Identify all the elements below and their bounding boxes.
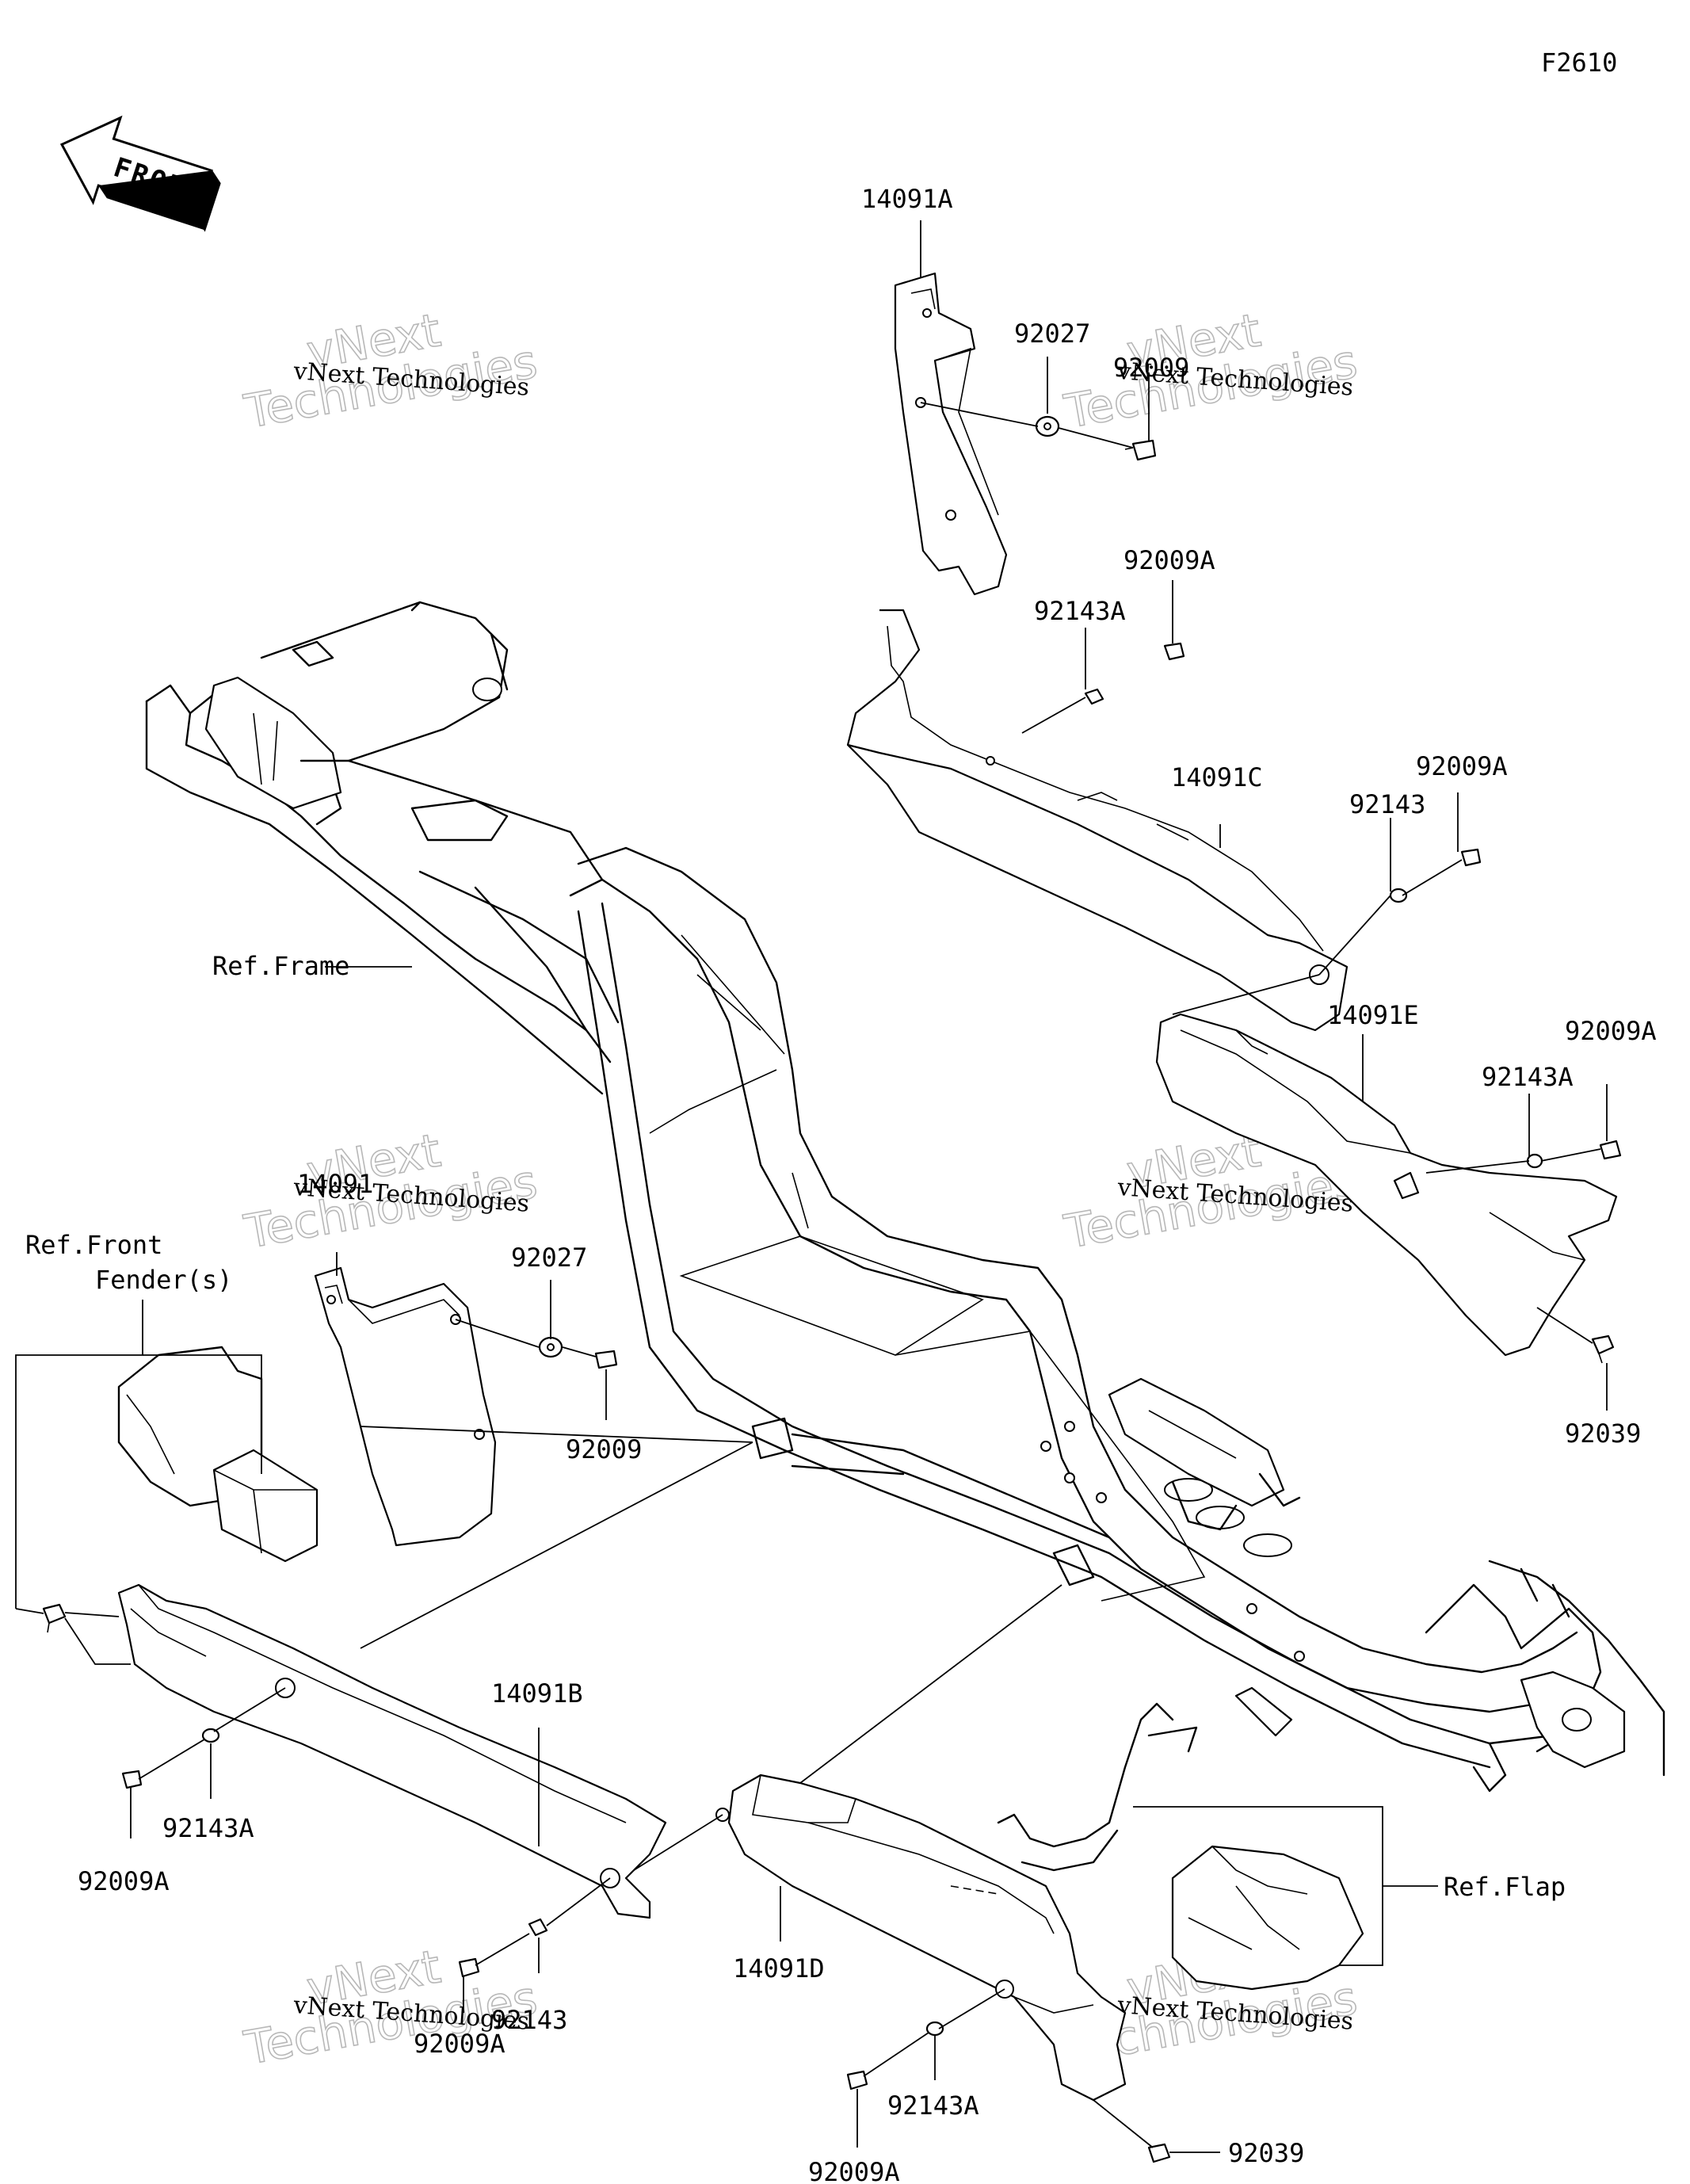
callout-14091A[interactable]: 14091A — [861, 184, 953, 214]
callout-92143A-lower-left[interactable]: 92143A — [162, 1813, 254, 1843]
callout-92027-left[interactable]: 92027 — [511, 1243, 587, 1273]
callout-14091B[interactable]: 14091B — [491, 1678, 583, 1709]
ref-frame-label[interactable]: Ref.Frame — [212, 951, 349, 981]
callout-92009A-lower-left[interactable]: 92009A — [78, 1866, 170, 1896]
callout-92143-bottom[interactable]: 92143 — [491, 2005, 567, 2035]
bolt-92009A-right[interactable] — [1460, 848, 1482, 867]
part-14091D[interactable] — [715, 1774, 1127, 2102]
callout-14091[interactable]: 14091 — [297, 1169, 373, 1199]
callout-92009-left[interactable]: 92009 — [566, 1434, 642, 1464]
nut-92143-bottom-left[interactable] — [528, 1918, 548, 1937]
callout-labels: 14091A 92027 92009 92009A 92143A 14091C … — [25, 184, 1657, 2184]
leader-lines — [15, 220, 1608, 2153]
nut-92143A-bottom-center[interactable] — [925, 2021, 944, 2037]
bolt-92009A-upper[interactable] — [1163, 642, 1185, 661]
callout-92039-right[interactable]: 92039 — [1565, 1418, 1641, 1449]
clip-92039-left[interactable] — [42, 1603, 67, 1633]
callout-92027-top[interactable]: 92027 — [1014, 319, 1090, 349]
clip-92039-bottom[interactable] — [1147, 2143, 1171, 2163]
callout-92039-bottom[interactable]: 92039 — [1228, 2138, 1304, 2168]
callout-14091C[interactable]: 14091C — [1171, 762, 1263, 792]
callout-92009A-bottom[interactable]: 92009A — [808, 2157, 900, 2184]
part-14091E[interactable] — [1155, 1013, 1618, 1357]
nut-92143-right[interactable] — [1389, 888, 1408, 903]
diagram-code: F2610 — [1541, 48, 1617, 78]
callout-92009A-upper[interactable]: 92009A — [1123, 545, 1215, 575]
part-14091A[interactable] — [894, 272, 1008, 596]
callout-92143-right[interactable]: 92143 — [1349, 789, 1425, 819]
bolt-92009A-lower-left[interactable] — [121, 1770, 143, 1789]
callout-92009A-right[interactable]: 92009A — [1416, 751, 1508, 781]
callout-92009-top[interactable]: 92009 — [1113, 353, 1189, 383]
part-14091B[interactable] — [117, 1583, 667, 1919]
bolt-92009A-bottom-center[interactable] — [846, 2070, 868, 2090]
nut-92143A-lower-left[interactable] — [201, 1728, 220, 1743]
part-14091C[interactable] — [846, 609, 1349, 1032]
callout-14091D[interactable]: 14091D — [733, 1953, 825, 1984]
vehicle-frame — [145, 601, 1665, 1793]
front-arrow-icon: FRONT — [59, 115, 221, 232]
front-fender-reference — [117, 1346, 319, 1563]
callout-92143A-upper[interactable]: 92143A — [1034, 596, 1126, 626]
callout-92143A-mid-right[interactable]: 92143A — [1482, 1062, 1574, 1092]
bolt-92009A-mid-right[interactable] — [1599, 1140, 1622, 1160]
ref-front-fender-label-1[interactable]: Ref.Front — [25, 1230, 162, 1260]
callout-92009A-bottom-left[interactable]: 92009A — [414, 2029, 505, 2059]
part-14091[interactable] — [314, 1266, 497, 1547]
callout-14091E[interactable]: 14091E — [1327, 1000, 1419, 1030]
clip-92039-right[interactable] — [1591, 1334, 1615, 1364]
flap-reference — [997, 1702, 1364, 1991]
ref-flap-label[interactable]: Ref.Flap — [1444, 1872, 1566, 1902]
callout-92009A-mid-right[interactable]: 92009A — [1565, 1016, 1657, 1046]
callout-92143A-bottom[interactable]: 92143A — [887, 2090, 979, 2121]
watermark-top-right: vNext Technologies — [1059, 303, 1361, 440]
bolt-92009A-bottom-left[interactable] — [458, 1957, 480, 1978]
nut-92143A-upper[interactable] — [1084, 688, 1104, 705]
bolt-92009-left[interactable] — [594, 1350, 618, 1369]
ref-front-fender-label-2[interactable]: Fender(s) — [95, 1265, 232, 1295]
bolt-92009-top[interactable] — [1124, 439, 1157, 461]
